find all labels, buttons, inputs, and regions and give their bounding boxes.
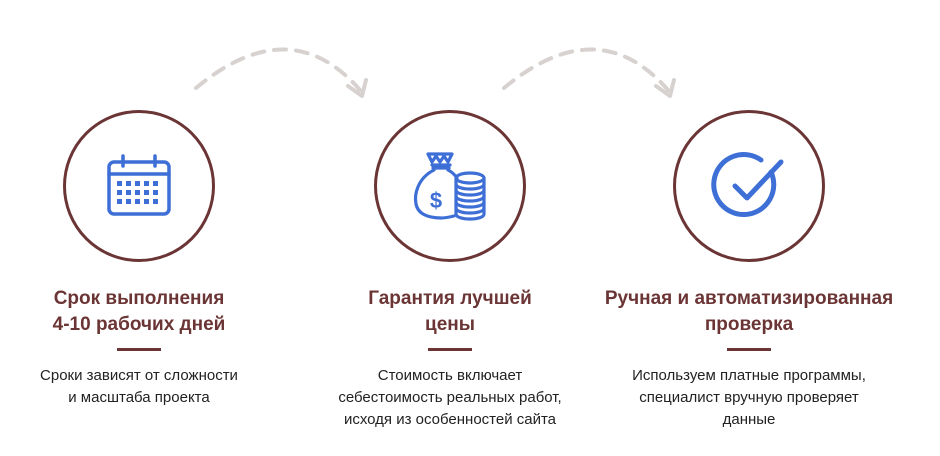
step-deadline: Срок выполнения 4-10 рабочих дней Сроки … <box>0 110 299 409</box>
money-bag-coins-icon: $ <box>413 152 486 221</box>
step-description: Сроки зависят от сложности и масштаба пр… <box>40 367 238 406</box>
arrow-1-head-icon <box>346 78 368 98</box>
step-title: Ручная и автоматизированная проверка <box>604 288 894 335</box>
step-title: Гарантия лучшей цены <box>368 288 532 335</box>
arrow-2-head-icon <box>654 78 676 98</box>
step-title: Срок выполнения 4-10 рабочих дней <box>52 288 226 335</box>
step-description: Используем платные программы, специалист… <box>632 367 866 428</box>
divider <box>117 348 161 351</box>
step-icon-circle <box>63 110 215 262</box>
step-verification: Ручная и автоматизированная проверка Исп… <box>589 110 909 431</box>
step-icon-circle: $ <box>374 110 526 262</box>
divider <box>727 348 771 351</box>
arrow-2-icon <box>502 47 670 92</box>
checkmark-circle-icon <box>711 152 784 218</box>
calendar-icon <box>107 154 171 216</box>
svg-text:$: $ <box>430 188 442 213</box>
step-best-price: $ Гарантия лучшей цены Стоимость включае… <box>290 110 610 431</box>
divider <box>428 348 472 351</box>
step-description: Стоимость включает себестоимость реальны… <box>338 367 562 428</box>
step-icon-circle <box>673 110 825 262</box>
arrow-1-icon <box>194 47 362 92</box>
